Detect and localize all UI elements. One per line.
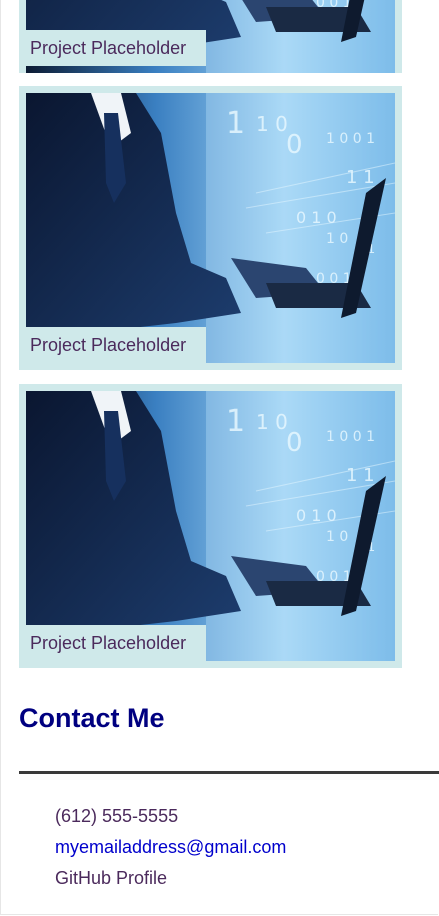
contact-item-github: GitHub Profile (55, 866, 286, 897)
project-caption[interactable]: Project Placeholder (26, 327, 206, 363)
contact-item-email: myemailaddress@gmail.com (55, 835, 286, 866)
section-divider (19, 771, 439, 774)
project-card[interactable]: Project Placeholder (19, 86, 402, 370)
phone-number: (612) 555-5555 (55, 806, 179, 826)
project-caption[interactable]: Project Placeholder (26, 625, 206, 661)
contact-heading: Contact Me (19, 703, 165, 733)
project-caption[interactable]: Project Placeholder (26, 30, 206, 66)
project-image (26, 93, 395, 363)
github-link[interactable]: GitHub Profile (55, 868, 168, 888)
contact-item-phone: (612) 555-5555 (55, 804, 286, 835)
contact-list: (612) 555-5555 myemailaddress@gmail.com … (55, 804, 286, 897)
project-card[interactable]: Project Placeholder (19, 0, 402, 73)
project-card[interactable]: Project Placeholder (19, 384, 402, 668)
email-link[interactable]: myemailaddress@gmail.com (55, 837, 287, 857)
project-image (26, 391, 395, 661)
